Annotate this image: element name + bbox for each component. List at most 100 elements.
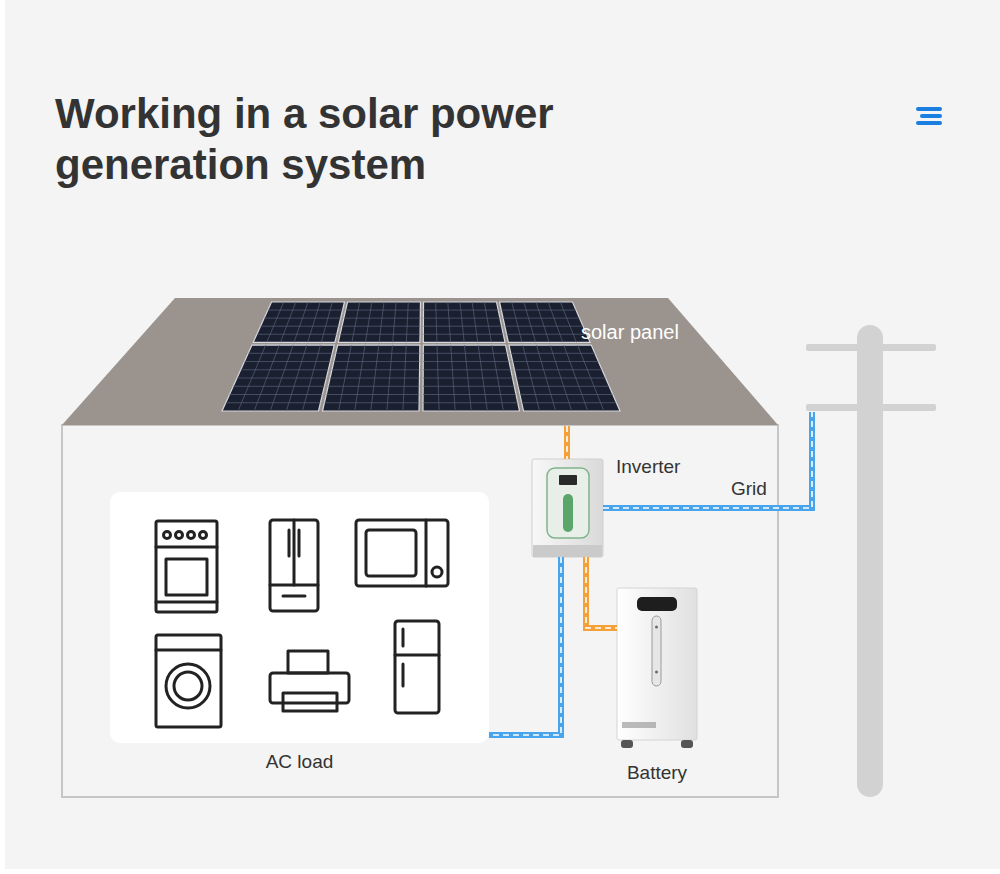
stove-window [166,559,207,595]
cell-line [330,378,419,379]
stove-knob [200,532,207,539]
cell-line [423,369,511,370]
house-roof [62,298,778,425]
utility-pole [806,325,936,797]
solar-module [253,302,344,342]
stove-knob [164,532,171,539]
cell-line [406,302,408,342]
inverter-base [533,545,602,557]
cell-line [257,334,337,335]
cell-line [514,369,602,370]
menu-bar [918,121,940,125]
cell-line [423,334,503,335]
fridge-body [395,621,439,713]
cell-line [321,302,332,342]
menu-bar [922,114,940,118]
solar-array [222,302,620,411]
cell-line [423,402,518,403]
cell-line [518,386,609,387]
cell-line [501,310,576,311]
cell-line [520,394,613,395]
printer-icon [270,651,349,711]
cell-line [484,302,491,342]
fridge-body [270,520,318,611]
inverter-body [532,459,603,557]
cell-line [513,361,599,362]
battery-display [637,597,677,611]
stove-line [156,601,217,604]
battery-wheel [621,740,633,748]
inverter-display [559,475,577,485]
module-face [222,345,334,411]
power-wire [567,426,568,459]
fridge-handle [402,664,405,686]
cell-line [512,302,522,342]
cell-line [308,302,321,342]
cell-line [507,334,587,335]
battery-led [655,671,658,674]
cell-line [267,302,284,342]
power-wire [489,557,561,735]
cell-line [423,361,509,362]
cell-line [328,386,419,387]
solar-module [338,302,420,342]
battery-wheel [681,740,693,748]
module-face [423,345,519,411]
washer-line [156,649,221,652]
solar-panel: solar panel [215,296,700,426]
microwave-icon [356,520,448,586]
microwave-window [366,530,416,576]
cell-line [268,310,343,311]
stove-icon [156,521,217,612]
cell-line [280,302,295,342]
module-face [500,302,591,342]
cell-line [423,310,498,311]
fridge-handle [283,595,305,598]
battery-device [617,588,697,748]
solar-module [222,345,334,411]
cell-line [522,402,617,403]
power-wire [586,557,617,628]
printer-tray [283,693,337,711]
cell-line [237,378,326,379]
cell-line [423,394,516,395]
washer-door [174,672,202,700]
node-label: AC load [266,751,334,773]
cell-line [505,326,583,327]
wire-body [564,426,570,459]
cell-line [264,318,340,319]
inverter-light [563,494,573,532]
menu-bar [918,107,940,111]
solar-module [423,302,505,342]
cell-line [511,353,595,354]
solar-module [323,345,420,411]
cell-line [340,334,420,335]
cell-line [346,310,421,311]
cell-line [352,302,360,342]
inverter-front [547,468,589,538]
solar-module [500,302,591,342]
cell-line [460,302,464,342]
battery-led [655,626,658,629]
battery: Battery [617,588,697,740]
stove-body [156,521,217,612]
cell-line [516,378,605,379]
cell-line [226,402,321,403]
wire-body [603,412,812,508]
node-label: Inverter [616,456,680,478]
battery-gauge [652,616,661,686]
cell-line [548,302,563,342]
cell-line [448,302,451,342]
cell-line [326,394,419,395]
pole-crossarm [806,404,936,411]
washer-body [156,635,221,727]
cell-line [261,326,339,327]
stove-line [156,546,217,549]
fridge-handle [402,629,405,646]
solar-module [509,345,620,411]
module-face [323,345,420,411]
cell-line [248,353,332,354]
fridge-handle [288,530,291,556]
cell-line [503,318,579,319]
